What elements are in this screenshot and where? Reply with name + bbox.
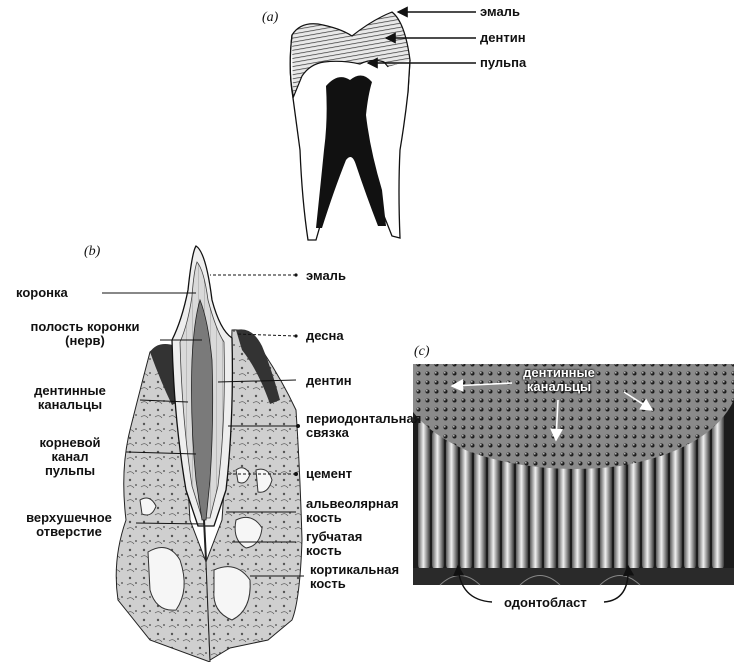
panel-b-leader-dots xyxy=(294,273,300,476)
label-b-pdl-line1: периодонтальная xyxy=(306,411,422,426)
panel-label-c: (c) xyxy=(414,344,430,359)
panel-label-a: (a) xyxy=(262,10,279,25)
pulp xyxy=(316,75,386,228)
panel-b-leaders xyxy=(102,274,304,577)
label-b-root-canal-line3: пульпы xyxy=(44,463,96,478)
label-b-spongy-line2: кость xyxy=(306,543,342,558)
dentin-surface xyxy=(413,364,734,469)
label-b-alveolar-line1: альвеолярная xyxy=(306,496,399,511)
label-a-enamel: эмаль xyxy=(480,4,520,19)
label-b-apical-line1: верхушечное xyxy=(26,510,112,525)
label-b-root-canal-line2: канал xyxy=(51,449,89,464)
label-b-pdl: периодонтальная связка xyxy=(306,412,421,440)
label-b-tubules: дентинные канальцы xyxy=(10,384,130,412)
label-b-alveolar-line2: кость xyxy=(306,510,342,525)
label-b-cement: цемент xyxy=(306,466,353,481)
panel-label-b: (b) xyxy=(84,244,101,259)
label-b-pdl-line2: связка xyxy=(306,425,349,440)
label-b-cortical-line2: кость xyxy=(310,576,346,591)
panel-a-arrows xyxy=(366,6,476,69)
label-b-tubules-line1: дентинные xyxy=(34,383,106,398)
label-b-crown-cavity: полость коронки (нерв) xyxy=(0,320,170,348)
label-c-odontoblast: одонтобласт xyxy=(504,595,587,610)
label-b-crown-cavity-line1: полость коронки xyxy=(30,319,140,334)
label-a-pulp: пульпа xyxy=(480,55,527,70)
odontoblast-columns xyxy=(418,390,724,572)
label-b-spongy-line1: губчатая xyxy=(306,529,363,544)
label-c-tubules: дентинные канальцы xyxy=(504,366,614,394)
label-b-gum: десна xyxy=(306,328,344,343)
label-b-crown: коронка xyxy=(16,285,68,300)
label-b-spongy: губчатая кость xyxy=(306,530,362,558)
label-b-cortical: кортикальная кость xyxy=(310,563,399,591)
label-b-tubules-line2: канальцы xyxy=(37,397,103,412)
label-b-crown-cavity-line2: (нерв) xyxy=(65,333,105,348)
label-b-root-canal-line1: корневой xyxy=(39,435,101,450)
panel-c-micrograph xyxy=(413,364,734,586)
gum-right xyxy=(236,329,280,404)
label-b-enamel: эмаль xyxy=(306,268,346,283)
label-b-cortical-line1: кортикальная xyxy=(310,562,400,577)
label-b-alveolar: альвеолярная кость xyxy=(306,497,399,525)
spongy-bone-holes xyxy=(139,467,273,621)
label-c-tubules-line2: канальцы xyxy=(526,379,592,394)
label-b-apical-line2: отверстие xyxy=(36,524,102,539)
label-c-tubules-line1: дентинные xyxy=(523,365,595,380)
panel-b-tooth xyxy=(115,245,303,662)
label-a-dentin: дентин xyxy=(480,30,526,45)
label-b-apical: верхушечное отверстие xyxy=(4,511,134,539)
label-b-root-canal: корневой канал пульпы xyxy=(20,436,120,478)
label-b-dentin: дентин xyxy=(306,373,352,388)
panel-a-tooth xyxy=(289,11,411,241)
panel-c-arrows xyxy=(450,379,654,442)
panel-c-odontoblast-leaders xyxy=(452,564,635,603)
